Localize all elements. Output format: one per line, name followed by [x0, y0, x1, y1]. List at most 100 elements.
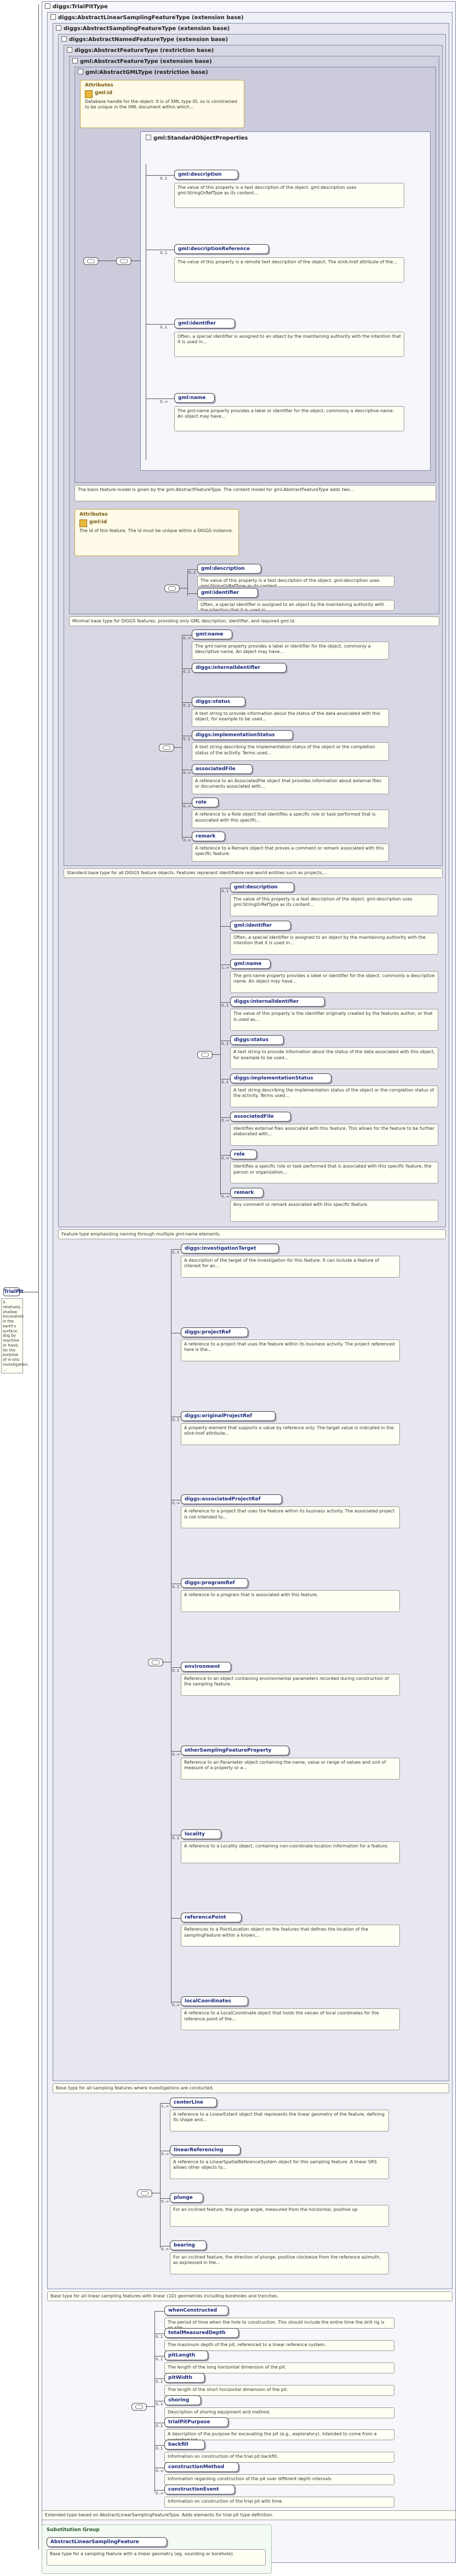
cardinality-label: 1..∞	[221, 965, 230, 970]
schema-element-whenconstructed[interactable]: whenConstructed	[164, 2306, 228, 2315]
schema-element-gml-description[interactable]: gml:description	[174, 170, 238, 180]
schema-element-backfill[interactable]: backfill	[164, 2440, 205, 2450]
element-doc: A text string to provide information abo…	[230, 1047, 438, 1070]
schema-element-diggs-investigationtarget[interactable]: diggs:investigationTarget	[181, 1244, 279, 1254]
schema-element-plunge[interactable]: plunge	[170, 2193, 204, 2203]
schema-element-gml-description[interactable]: gml:description	[197, 564, 261, 574]
type-title-gml-abstract: gml:AbstractGMLType (restriction base)	[78, 69, 208, 76]
element-doc: The gml:name property provides a label o…	[174, 406, 404, 431]
schema-element-constructionmethod[interactable]: constructionMethod	[164, 2462, 239, 2473]
schema-element-locality[interactable]: locality	[181, 1829, 221, 1839]
schema-element-linearreferencing[interactable]: linearReferencing	[170, 2145, 241, 2155]
substitution-group-card: Substitution Group AbstractLinearSamplin…	[42, 2525, 272, 2574]
schema-element-gml-name[interactable]: gml:name	[192, 629, 232, 639]
cardinality-label: 0..∞	[221, 1194, 230, 1199]
type-footer-linear-sampling: Base type for all linear sampling featur…	[47, 2291, 453, 2301]
element-doc: For an inclined feature, the direction o…	[170, 2252, 389, 2274]
sequence-compositor-icon	[197, 1051, 213, 1059]
schema-element-gml-identifier[interactable]: gml:identifier	[230, 920, 291, 931]
cardinality-label: 0..∞	[161, 2152, 169, 2156]
schema-element-totalmeasureddepth[interactable]: totalMeasuredDepth	[164, 2327, 239, 2338]
element-doc: The period of time when the hole to cons…	[164, 2318, 394, 2329]
schema-element-bearing[interactable]: bearing	[170, 2240, 207, 2250]
cardinality-label: 0..∞	[221, 1118, 230, 1123]
schema-element-diggs-status[interactable]: diggs:status	[230, 1035, 284, 1046]
attribute-doc-gml-id: Database handle for the object. It is of…	[85, 99, 237, 110]
element-doc: Often, a special identifier is assigned …	[230, 932, 438, 955]
schema-element-referencepoint[interactable]: referencePoint	[181, 1913, 242, 1923]
schema-element-shoring[interactable]: shoring	[164, 2395, 202, 2405]
cardinality-label: 0..1	[183, 737, 191, 742]
schema-element-environment[interactable]: environment	[181, 1662, 232, 1672]
schema-element-gml-description[interactable]: gml:description	[230, 882, 294, 892]
element-doc: A description of the target of the inves…	[181, 1256, 400, 1278]
schema-element-diggs-projectref[interactable]: diggs:projectRef	[181, 1327, 249, 1337]
schema-element-associatedfile[interactable]: associatedFile	[192, 764, 253, 774]
schema-element-pitwidth[interactable]: pitWidth	[164, 2372, 205, 2383]
schema-element-gml-name[interactable]: gml:name	[174, 393, 215, 403]
element-doc: A reference to a Remark object that prov…	[192, 843, 389, 862]
element-doc: References to a PointLocation object on …	[181, 1925, 400, 1947]
schema-element-diggs-internalidentifier[interactable]: diggs:internalIdentifier	[230, 997, 325, 1007]
cardinality-label: 0..∞	[160, 400, 168, 404]
attribute-name-gml-id[interactable]: gml:id	[95, 90, 113, 96]
schema-element-gml-name[interactable]: gml:name	[230, 958, 271, 969]
schema-element-gml-descriptionreference[interactable]: gml:descriptionReference	[174, 244, 269, 254]
element-doc: A text string describing the implementat…	[230, 1085, 438, 1107]
schema-element-remark[interactable]: remark	[192, 831, 226, 841]
schema-element-constructionevent[interactable]: constructionEvent	[164, 2485, 236, 2495]
cardinality-label: 0..1	[172, 1668, 180, 1673]
attribute-doc-gml-id: The id of this feature. The id must be u…	[79, 528, 233, 533]
sequence-compositor-icon	[148, 1659, 163, 1666]
schema-element-localcoordinates[interactable]: localCoordinates	[181, 1996, 249, 2007]
schema-element-diggs-internalidentifier[interactable]: diggs:internalIdentifier	[192, 663, 287, 673]
schema-element-role[interactable]: role	[192, 798, 219, 808]
type-title-named-feature: diggs:AbstractNamedFeatureType (extensio…	[61, 36, 228, 43]
schema-element-diggs-associatedprojectref[interactable]: diggs:associatedProjectRef	[181, 1494, 283, 1505]
schema-element-centerline[interactable]: centerLine	[170, 2098, 217, 2107]
schema-element-gml-identifier[interactable]: gml:identifier	[197, 588, 258, 598]
attribute-name-gml-id[interactable]: gml:id	[89, 519, 107, 525]
element-doc: Information on construction of the trial…	[164, 2497, 394, 2508]
schema-element-othersamplingfeatureproperty[interactable]: otherSamplingFeatureProperty	[181, 1745, 289, 1755]
element-doc: Reference to an object containing enviro…	[181, 1674, 400, 1696]
cardinality-label: 0..1	[156, 2379, 163, 2384]
element-doc: The value of this property is a remote t…	[174, 257, 404, 282]
element-doc: A text string to provide information abo…	[192, 708, 389, 727]
element-doc: A reference to a project that uses the f…	[181, 1506, 400, 1529]
element-doc: A reference to an AssociatedFile object …	[192, 776, 389, 795]
schema-element-gml-identifier[interactable]: gml:identifier	[174, 319, 235, 328]
schema-element-pitlength[interactable]: pitLength	[164, 2350, 208, 2360]
sequence-compositor-icon	[159, 744, 174, 752]
element-doc: The value of this property is the identi…	[230, 1009, 438, 1031]
type-footer-gml-feature: Minimal base type for DIGGS features, pr…	[69, 616, 439, 626]
element-doc: The value of this property is a text des…	[230, 894, 438, 916]
schema-element-diggs-status[interactable]: diggs:status	[192, 696, 246, 707]
root-element-trialpit[interactable]: TrialPit	[3, 1287, 24, 1296]
element-doc: For an inclined feature, the plunge angl…	[170, 2205, 389, 2227]
element-doc: A description of the purpose for excavat…	[164, 2429, 394, 2441]
type-footer-named-feature: Feature type emphasizing naming through …	[58, 1229, 446, 1239]
schema-element-associatedfile[interactable]: associatedFile	[230, 1111, 291, 1122]
cardinality-label: 0..∞	[183, 838, 191, 842]
schema-element-diggs-programref[interactable]: diggs:programRef	[181, 1578, 249, 1589]
schema-element-diggs-originalprojectref[interactable]: diggs:originalProjectRef	[181, 1411, 276, 1421]
schema-element-diggs-implementationstatus[interactable]: diggs:implementationStatus	[192, 730, 294, 741]
cardinality-label: 0..1	[172, 1250, 180, 1255]
cardinality-label: 1..∞	[161, 2104, 169, 2109]
type-footer-diggs-feature: Standard base type for all DIGGS feature…	[64, 868, 443, 878]
schema-element-diggs-implementationstatus[interactable]: diggs:implementationStatus	[230, 1073, 332, 1083]
schema-element-trialpitpurpose[interactable]: trialPitPurpose	[164, 2417, 228, 2428]
element-doc: Reference to an Parameter object contain…	[181, 1757, 400, 1780]
cardinality-label: 0..1	[221, 1042, 229, 1047]
element-doc: The length of the short horizontal dimen…	[164, 2384, 394, 2396]
substitution-group-element[interactable]: AbstractLinearSamplingFeature	[47, 2537, 167, 2547]
schema-element-role[interactable]: role	[230, 1150, 257, 1160]
cardinality-label: 0..1	[172, 1835, 180, 1840]
schema-element-remark[interactable]: remark	[230, 1188, 264, 1198]
cardinality-label: 0..1	[156, 2356, 163, 2361]
cardinality-label: 0..1	[188, 570, 196, 575]
cardinality-label: 0..∞	[183, 636, 191, 640]
cardinality-label: 0..∞	[221, 1156, 230, 1161]
attributes-title: Attributes	[85, 83, 113, 88]
